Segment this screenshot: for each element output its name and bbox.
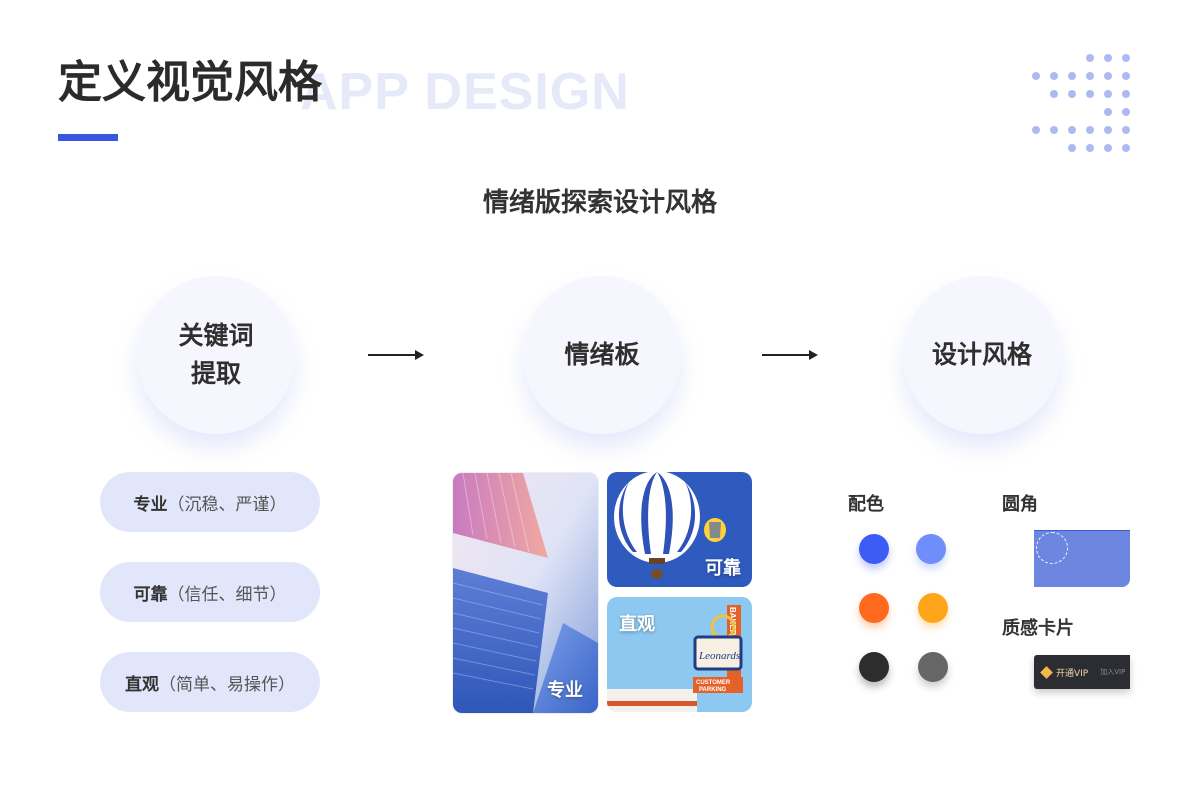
color-swatch-gray [918,652,948,682]
background-watermark-text: APP DESIGN [300,63,630,121]
color-swatch-orange [859,593,889,623]
decorative-dot [1086,54,1094,62]
keyword-word: 可靠 [133,584,168,605]
decorative-dot [1050,90,1058,98]
keyword-note: （信任、细节） [167,584,287,605]
keyword-note: （沉稳、严谨） [167,494,287,515]
sign-customer-text: CUSTOMER [696,680,731,686]
decorative-dot [1086,90,1094,98]
sign-photo-label: 直观 [619,614,655,635]
step-circle-moodboard: 情绪板 [523,276,681,434]
moodboard-balloon-photo: 可靠 [607,472,752,587]
moodboard-building-photo: 专业 [452,472,599,714]
corner-radius-label: 圆角 [1002,494,1038,515]
vip-card-text: 开通VIP [1056,668,1089,679]
decorative-dot [1068,72,1076,80]
arrow-right-icon [368,350,424,360]
decorative-dot [1086,126,1094,134]
sign-parking-text: PARKING [699,687,727,693]
step-moodboard-label: 情绪板 [564,340,640,369]
decorative-dot [1032,72,1040,80]
page-title: 定义视觉风格 [58,57,322,108]
decorative-dot [1086,144,1094,152]
keyword-word: 专业 [133,494,168,515]
vip-card-subtext: 加入VIP [1100,668,1126,676]
corner-radius-sample [1034,518,1130,588]
keyword-note: （简单、易操作） [159,674,295,695]
step-circle-keywords: 关键词 提取 [137,276,295,434]
step-keywords-line1: 关键词 [178,321,254,350]
sign-leonards-text: Leonards [698,650,740,662]
decorative-dot [1068,90,1076,98]
keyword-pill-intuitive: 直观（简单、易操作） [100,652,320,712]
decorative-dot [1104,144,1112,152]
keyword-pill-professional: 专业（沉稳、严谨） [100,472,320,532]
texture-card-label: 质感卡片 [1002,618,1074,639]
vip-card-sample: 开通VIP 加入VIP [1034,655,1130,689]
decorative-dot [1104,72,1112,80]
step-circle-design-style: 设计风格 [903,276,1061,434]
decorative-dot [1122,144,1130,152]
decorative-dot [1122,54,1130,62]
decorative-dot [1068,126,1076,134]
decorative-dot [1104,108,1112,116]
decorative-dot [1104,126,1112,134]
color-palette-label: 配色 [848,494,884,515]
decorative-dot [1050,72,1058,80]
color-swatch-primary-blue [859,534,889,564]
color-swatch-dark [859,652,889,682]
section-subtitle: 情绪版探索设计风格 [482,188,717,218]
building-photo-label: 专业 [547,680,583,701]
keyword-pill-reliable: 可靠（信任、细节） [100,562,320,622]
step-design-style-label: 设计风格 [931,340,1032,369]
decorative-dot [1122,72,1130,80]
decorative-dot [1104,54,1112,62]
decorative-dot [1068,144,1076,152]
vip-diamond-icon [1040,665,1053,679]
step-keywords-line2: 提取 [190,359,241,388]
color-swatch-amber [918,593,948,623]
decorative-dot [1032,126,1040,134]
decorative-dot [1122,108,1130,116]
arrow-right-icon [762,350,818,360]
decorative-dot [1086,72,1094,80]
color-swatch-light-blue [916,534,946,564]
decorative-dot [1122,126,1130,134]
balloon-photo-label: 可靠 [705,558,741,579]
decorative-dot [1104,90,1112,98]
decorative-dot [1050,126,1058,134]
moodboard-sign-photo: BAKERY Leonards CUSTOMER PARKING 直观 [607,597,752,712]
title-underline [58,134,118,141]
decorative-dot [1122,90,1130,98]
keyword-word: 直观 [125,674,159,695]
